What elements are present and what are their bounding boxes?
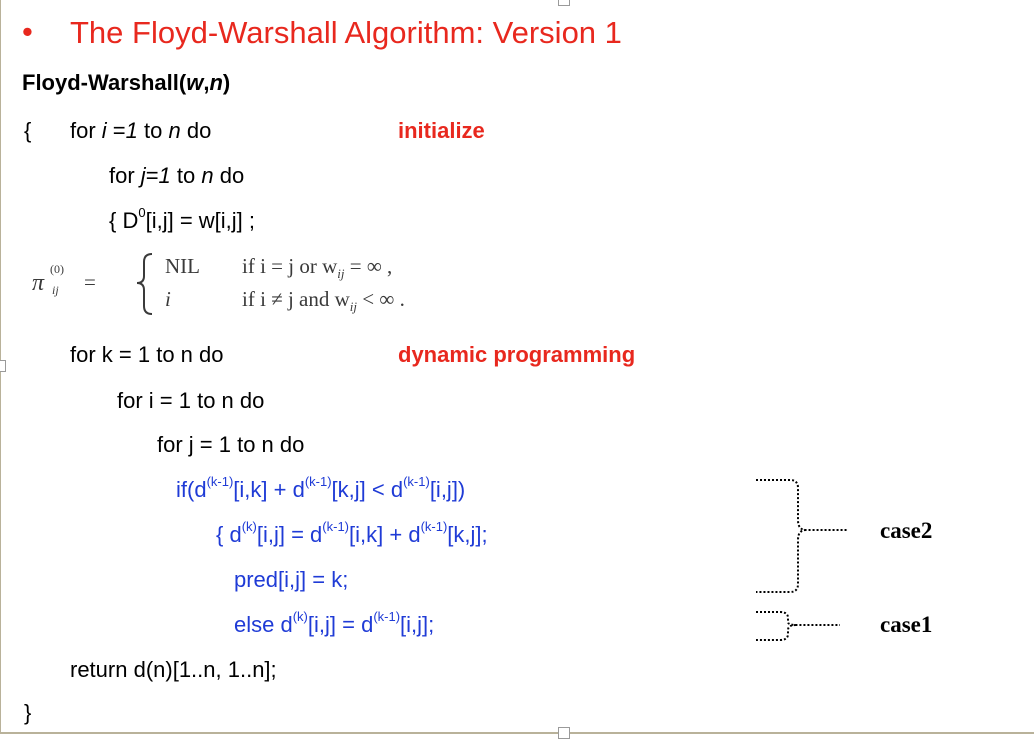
resize-handle-left[interactable] <box>0 360 6 372</box>
pi-case-i-condition: if i ≠ j and wij < ∞ . <box>242 287 405 315</box>
code-line-2: for j=1 to n do <box>109 163 245 188</box>
case2-label: case2 <box>880 518 933 543</box>
open-brace: { <box>24 118 32 143</box>
case1-label: case1 <box>880 612 933 637</box>
piecewise-brace <box>136 253 153 315</box>
slide-title: The Floyd-Warshall Algorithm: Version 1 <box>70 15 622 50</box>
annotation-dynamic-programming: dynamic programming <box>398 342 636 367</box>
code-line-1: for i =1 to n do <box>70 118 212 143</box>
pi-formula-lhs-sup: (0) <box>50 262 64 276</box>
pi-case-nil-condition: if i = j or wij = ∞ , <box>242 254 393 282</box>
annotation-initialize: initialize <box>398 118 485 143</box>
code-line-4: for k = 1 to n do <box>70 342 224 367</box>
pi-formula-lhs: π <box>32 270 45 296</box>
slide-frame-bottom <box>0 732 1034 734</box>
resize-handle-top[interactable] <box>558 0 570 6</box>
code-line-11: return d(n)[1..n, 1..n]; <box>70 657 277 682</box>
code-line-3: { D0[i,j] = w[i,j] ; <box>109 205 256 233</box>
pi-case-i: i <box>165 287 171 311</box>
code-line-9: pred[i,j] = k; <box>234 567 349 592</box>
pi-formula-equals: = <box>84 270 96 294</box>
code-line-7: if(d(k-1)[i,k] + d(k-1)[k,j] < d(k-1)[i,… <box>176 474 466 502</box>
title-bullet: • <box>22 14 33 49</box>
close-brace: } <box>24 700 32 725</box>
function-signature: Floyd-Warshall(w,n) <box>22 70 231 95</box>
case2-bracket <box>756 479 848 593</box>
code-line-10: else d(k)[i,j] = d(k-1)[i,j]; <box>234 609 435 637</box>
pi-case-nil: NIL <box>165 254 200 278</box>
code-line-6: for j = 1 to n do <box>157 432 305 457</box>
code-line-8: { d(k)[i,j] = d(k-1)[i,k] + d(k-1)[k,j]; <box>216 519 488 547</box>
code-line-5: for i = 1 to n do <box>117 388 265 413</box>
case1-bracket <box>756 611 840 641</box>
pi-formula-lhs-sub: ij <box>52 283 59 297</box>
